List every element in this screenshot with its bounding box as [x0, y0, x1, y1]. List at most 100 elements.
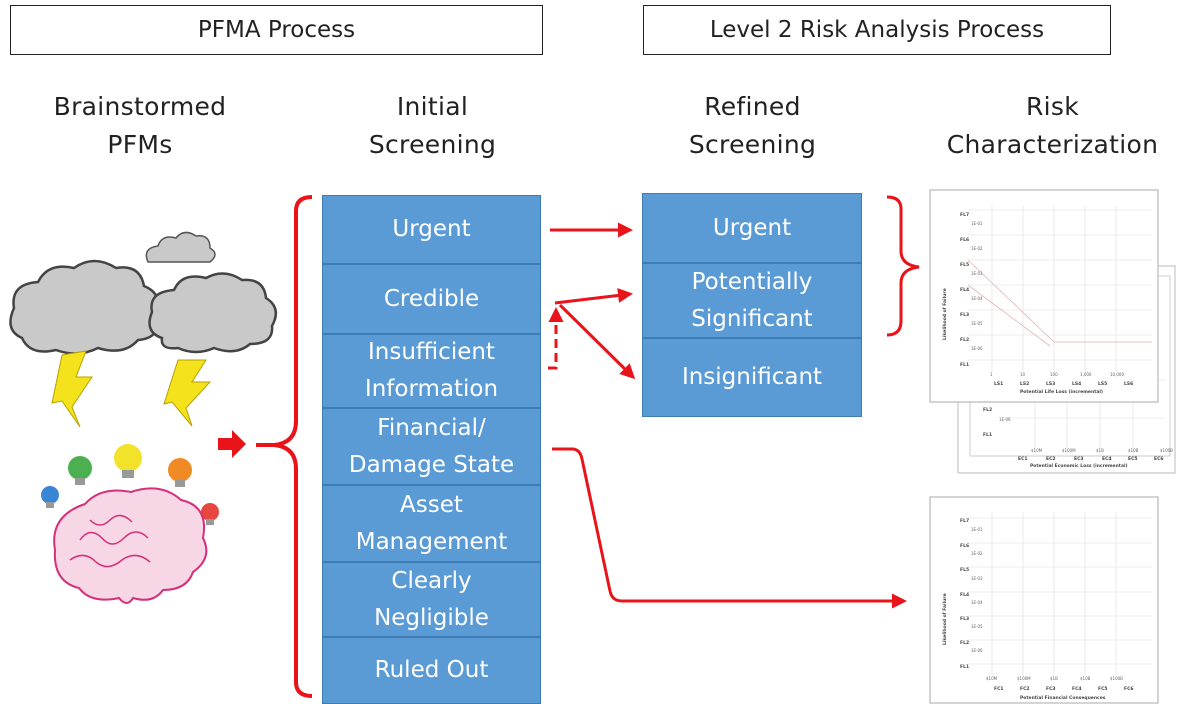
- life-y-level-fl5: FL5: [960, 262, 969, 268]
- econ-y-prob-0: 1E-06: [999, 417, 1011, 422]
- brain-icon: [53, 487, 208, 604]
- pfma-process-label: PFMA Process: [197, 17, 356, 43]
- cloud-icon-left: [9, 259, 160, 355]
- light-bulb-icon-blue: [41, 486, 59, 508]
- life-x-level-ls1: LS1: [994, 381, 1003, 387]
- life-y-prob-4: 1E-05: [971, 321, 983, 326]
- life-x-level-ls3: LS3: [1046, 381, 1055, 387]
- col-heading-initial-screening: Initial Screening: [368, 92, 497, 159]
- econ-y-level-fl2: FL2: [983, 407, 992, 413]
- econ-y-level-fl1: FL1: [983, 432, 992, 438]
- life-y-level-fl7: FL7: [960, 212, 969, 218]
- econ-x-level-ec3: EC3: [1074, 456, 1084, 462]
- fin-y-level-fl6: FL6: [960, 543, 969, 549]
- econ-x-level-ec2: EC2: [1046, 456, 1056, 462]
- life-y-prob-1: 1E-02: [971, 246, 983, 251]
- fin-x-level-fc5: FC5: [1098, 686, 1108, 692]
- life-x-level-ls5: LS5: [1098, 381, 1107, 387]
- fin-y-prob-1: 1E-02: [971, 551, 983, 556]
- arrow-credible-to-potentially-significant: [554, 287, 633, 305]
- life-y-prob-3: 1E-04: [971, 296, 983, 301]
- econ-x-value-2: $1B: [1096, 448, 1104, 453]
- refined-box-potentially-significant: Potentially Significant: [642, 263, 862, 338]
- light-bulb-icon-green: [68, 456, 92, 485]
- life-y-title: Likelihood of Failure: [942, 288, 948, 340]
- life-y-prob-5: 1E-06: [971, 346, 983, 351]
- fin-x-value-0: $10M: [986, 676, 998, 681]
- arrow-financial-to-financial-chart: [552, 447, 907, 609]
- arrow-insufficient-to-credible: [548, 307, 564, 370]
- initial-box-ruled-out: Ruled Out: [322, 637, 541, 704]
- fin-x-level-fc2: FC2: [1020, 686, 1030, 692]
- life-y-level-fl3: FL3: [960, 312, 969, 318]
- initial-box-insufficient-information: Insufficient Information: [322, 334, 541, 408]
- life-loss-chart: FL7 FL6 FL5 FL4 FL3 FL2 FL1 1E-01 1E-02 …: [929, 189, 1159, 403]
- financial-consequences-chart: FL7 FL6 FL5 FL4 FL3 FL2 FL1 1E-01 1E-02 …: [929, 496, 1159, 704]
- pfma-process-header: PFMA Process: [10, 5, 543, 55]
- econ-x-level-ec4: EC4: [1102, 456, 1112, 462]
- life-x-level-ls6: LS6: [1124, 381, 1133, 387]
- initial-box-asset-management: Asset Management: [322, 485, 541, 562]
- life-x-value-0: 1: [990, 372, 993, 377]
- fin-y-prob-4: 1E-05: [971, 624, 983, 629]
- cloud-icon-right: [148, 272, 278, 354]
- fin-x-level-fc1: FC1: [994, 686, 1004, 692]
- life-y-level-fl6: FL6: [960, 237, 969, 243]
- fin-y-title: Likelihood of Failure: [942, 593, 948, 645]
- fin-y-prob-2: 1E-03: [971, 576, 983, 581]
- initial-box-credible: Credible: [322, 264, 541, 334]
- fin-x-level-fc3: FC3: [1046, 686, 1056, 692]
- level2-risk-header: Level 2 Risk Analysis Process: [643, 5, 1111, 55]
- level2-risk-label: Level 2 Risk Analysis Process: [709, 17, 1045, 43]
- initial-box-financial-damage-state: Financial/ Damage State: [322, 408, 541, 485]
- cloud-icon-small: [145, 231, 216, 263]
- life-x-value-3: 1,000: [1080, 372, 1092, 377]
- life-x-level-ls2: LS2: [1020, 381, 1029, 387]
- lightning-icon-left: [51, 350, 93, 428]
- initial-screening-brace: [273, 195, 313, 698]
- initial-box-urgent: Urgent: [322, 195, 541, 264]
- fin-x-value-1: $100M: [1017, 676, 1031, 681]
- initial-box-clearly-negligible: Clearly Negligible: [322, 562, 541, 637]
- life-y-level-fl2: FL2: [960, 337, 969, 343]
- col-heading-risk-characterization: Risk Characterization: [946, 92, 1159, 159]
- econ-x-value-4: $100B: [1160, 448, 1173, 453]
- econ-x-level-ec5: EC5: [1128, 456, 1138, 462]
- econ-x-level-ec1: EC1: [1018, 456, 1028, 462]
- life-y-level-fl4: FL4: [960, 287, 969, 293]
- lightning-icon-right: [163, 359, 212, 427]
- arrow-credible-to-insignificant: [558, 303, 636, 380]
- economic-loss-chart: FL2 FL1 1E-06 $10M $100M $1B $10B $100B …: [957, 265, 1176, 474]
- fin-x-level-fc6: FC6: [1124, 686, 1134, 692]
- econ-x-level-ec6: EC6: [1154, 456, 1164, 462]
- life-x-value-4: 10,000: [1110, 372, 1124, 377]
- fin-y-level-fl1: FL1: [960, 664, 969, 670]
- econ-x-value-0: $10M: [1031, 448, 1043, 453]
- fin-x-value-2: $1B: [1050, 676, 1058, 681]
- fin-y-prob-5: 1E-06: [971, 648, 983, 653]
- econ-x-value-3: $10B: [1128, 448, 1139, 453]
- fin-x-value-4: $100B: [1110, 676, 1123, 681]
- light-bulb-icon-yellow: [114, 444, 142, 478]
- fin-x-value-3: $10B: [1080, 676, 1091, 681]
- econ-x-value-1: $100M: [1062, 448, 1076, 453]
- life-y-prob-2: 1E-03: [971, 271, 983, 276]
- refined-box-insignificant: Insignificant: [642, 338, 862, 417]
- life-x-level-ls4: LS4: [1072, 381, 1081, 387]
- fin-y-level-fl3: FL3: [960, 616, 969, 622]
- fin-x-level-fc4: FC4: [1072, 686, 1082, 692]
- econ-x-title: Potential Economic Loss (incremental): [1030, 463, 1128, 469]
- light-bulb-icon-orange: [168, 458, 192, 487]
- life-x-title: Potential Life Loss (incremental): [1020, 389, 1103, 395]
- light-bulb-icon-red: [201, 503, 219, 525]
- fin-y-level-fl4: FL4: [960, 592, 969, 598]
- fin-y-level-fl5: FL5: [960, 567, 969, 573]
- refined-screening-brace: [886, 195, 920, 337]
- life-y-level-fl1: FL1: [960, 362, 969, 368]
- life-y-prob-0: 1E-01: [971, 221, 983, 226]
- input-arrow-icon: [218, 430, 246, 458]
- initial-screening-stack: Urgent Credible Insufficient Information…: [322, 195, 541, 704]
- fin-y-level-fl7: FL7: [960, 518, 969, 524]
- refined-box-urgent: Urgent: [642, 193, 862, 263]
- col-heading-refined-screening: Refined Screening: [688, 92, 817, 159]
